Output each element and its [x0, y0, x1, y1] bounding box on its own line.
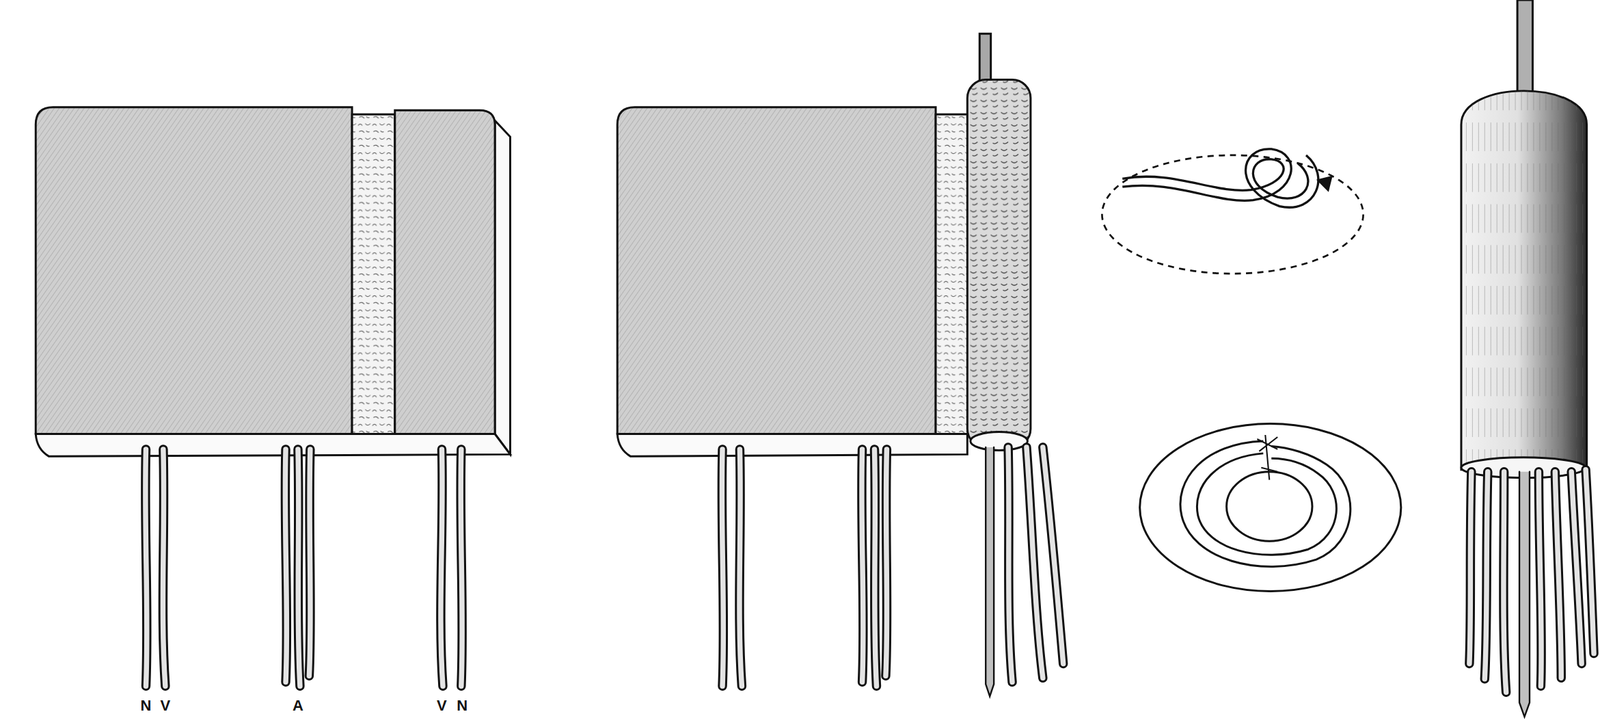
- rotation-path: [1101, 155, 1363, 274]
- cord-outlines: [145, 446, 1594, 692]
- flap-panel-1: [35, 107, 510, 457]
- rolling-strip: [1122, 159, 1309, 199]
- spiral-detail-bottom: [1140, 423, 1402, 592]
- flap-skin-strip: [395, 110, 495, 434]
- rolled-tube: [967, 79, 1031, 447]
- flap-panel-2: [617, 33, 1031, 456]
- vessel-label: N: [140, 697, 152, 713]
- spiral-detail-top: [1101, 148, 1363, 274]
- suture: [1256, 434, 1278, 480]
- flap-skin: [617, 107, 936, 435]
- tube-opening: [970, 431, 1028, 451]
- flap-groove: [935, 114, 970, 434]
- spiral-layer: [1180, 440, 1351, 567]
- vessel-label: N: [456, 697, 468, 713]
- vessel-label: V: [436, 697, 447, 713]
- finished-tube: [1461, 0, 1588, 478]
- flap-skin: [35, 107, 352, 435]
- flap-side-edge: [494, 120, 510, 454]
- cross-section-outline: [1140, 423, 1402, 592]
- flap-bottom-edge: [617, 434, 968, 457]
- rolling-strip: [1122, 148, 1319, 208]
- rod: [1517, 0, 1533, 94]
- neurovascular-cords: [145, 446, 1594, 717]
- vessel-label: A: [292, 697, 304, 713]
- cord-cores: [145, 446, 1594, 692]
- tube-shading: [1461, 90, 1588, 470]
- vessel-label: V: [160, 697, 171, 713]
- rod: [979, 33, 991, 85]
- tube-body: [1461, 90, 1588, 470]
- lumen: [1226, 471, 1313, 542]
- arrowhead: [1316, 175, 1333, 193]
- rod-tips: [985, 446, 1530, 717]
- flap-groove: [351, 114, 396, 434]
